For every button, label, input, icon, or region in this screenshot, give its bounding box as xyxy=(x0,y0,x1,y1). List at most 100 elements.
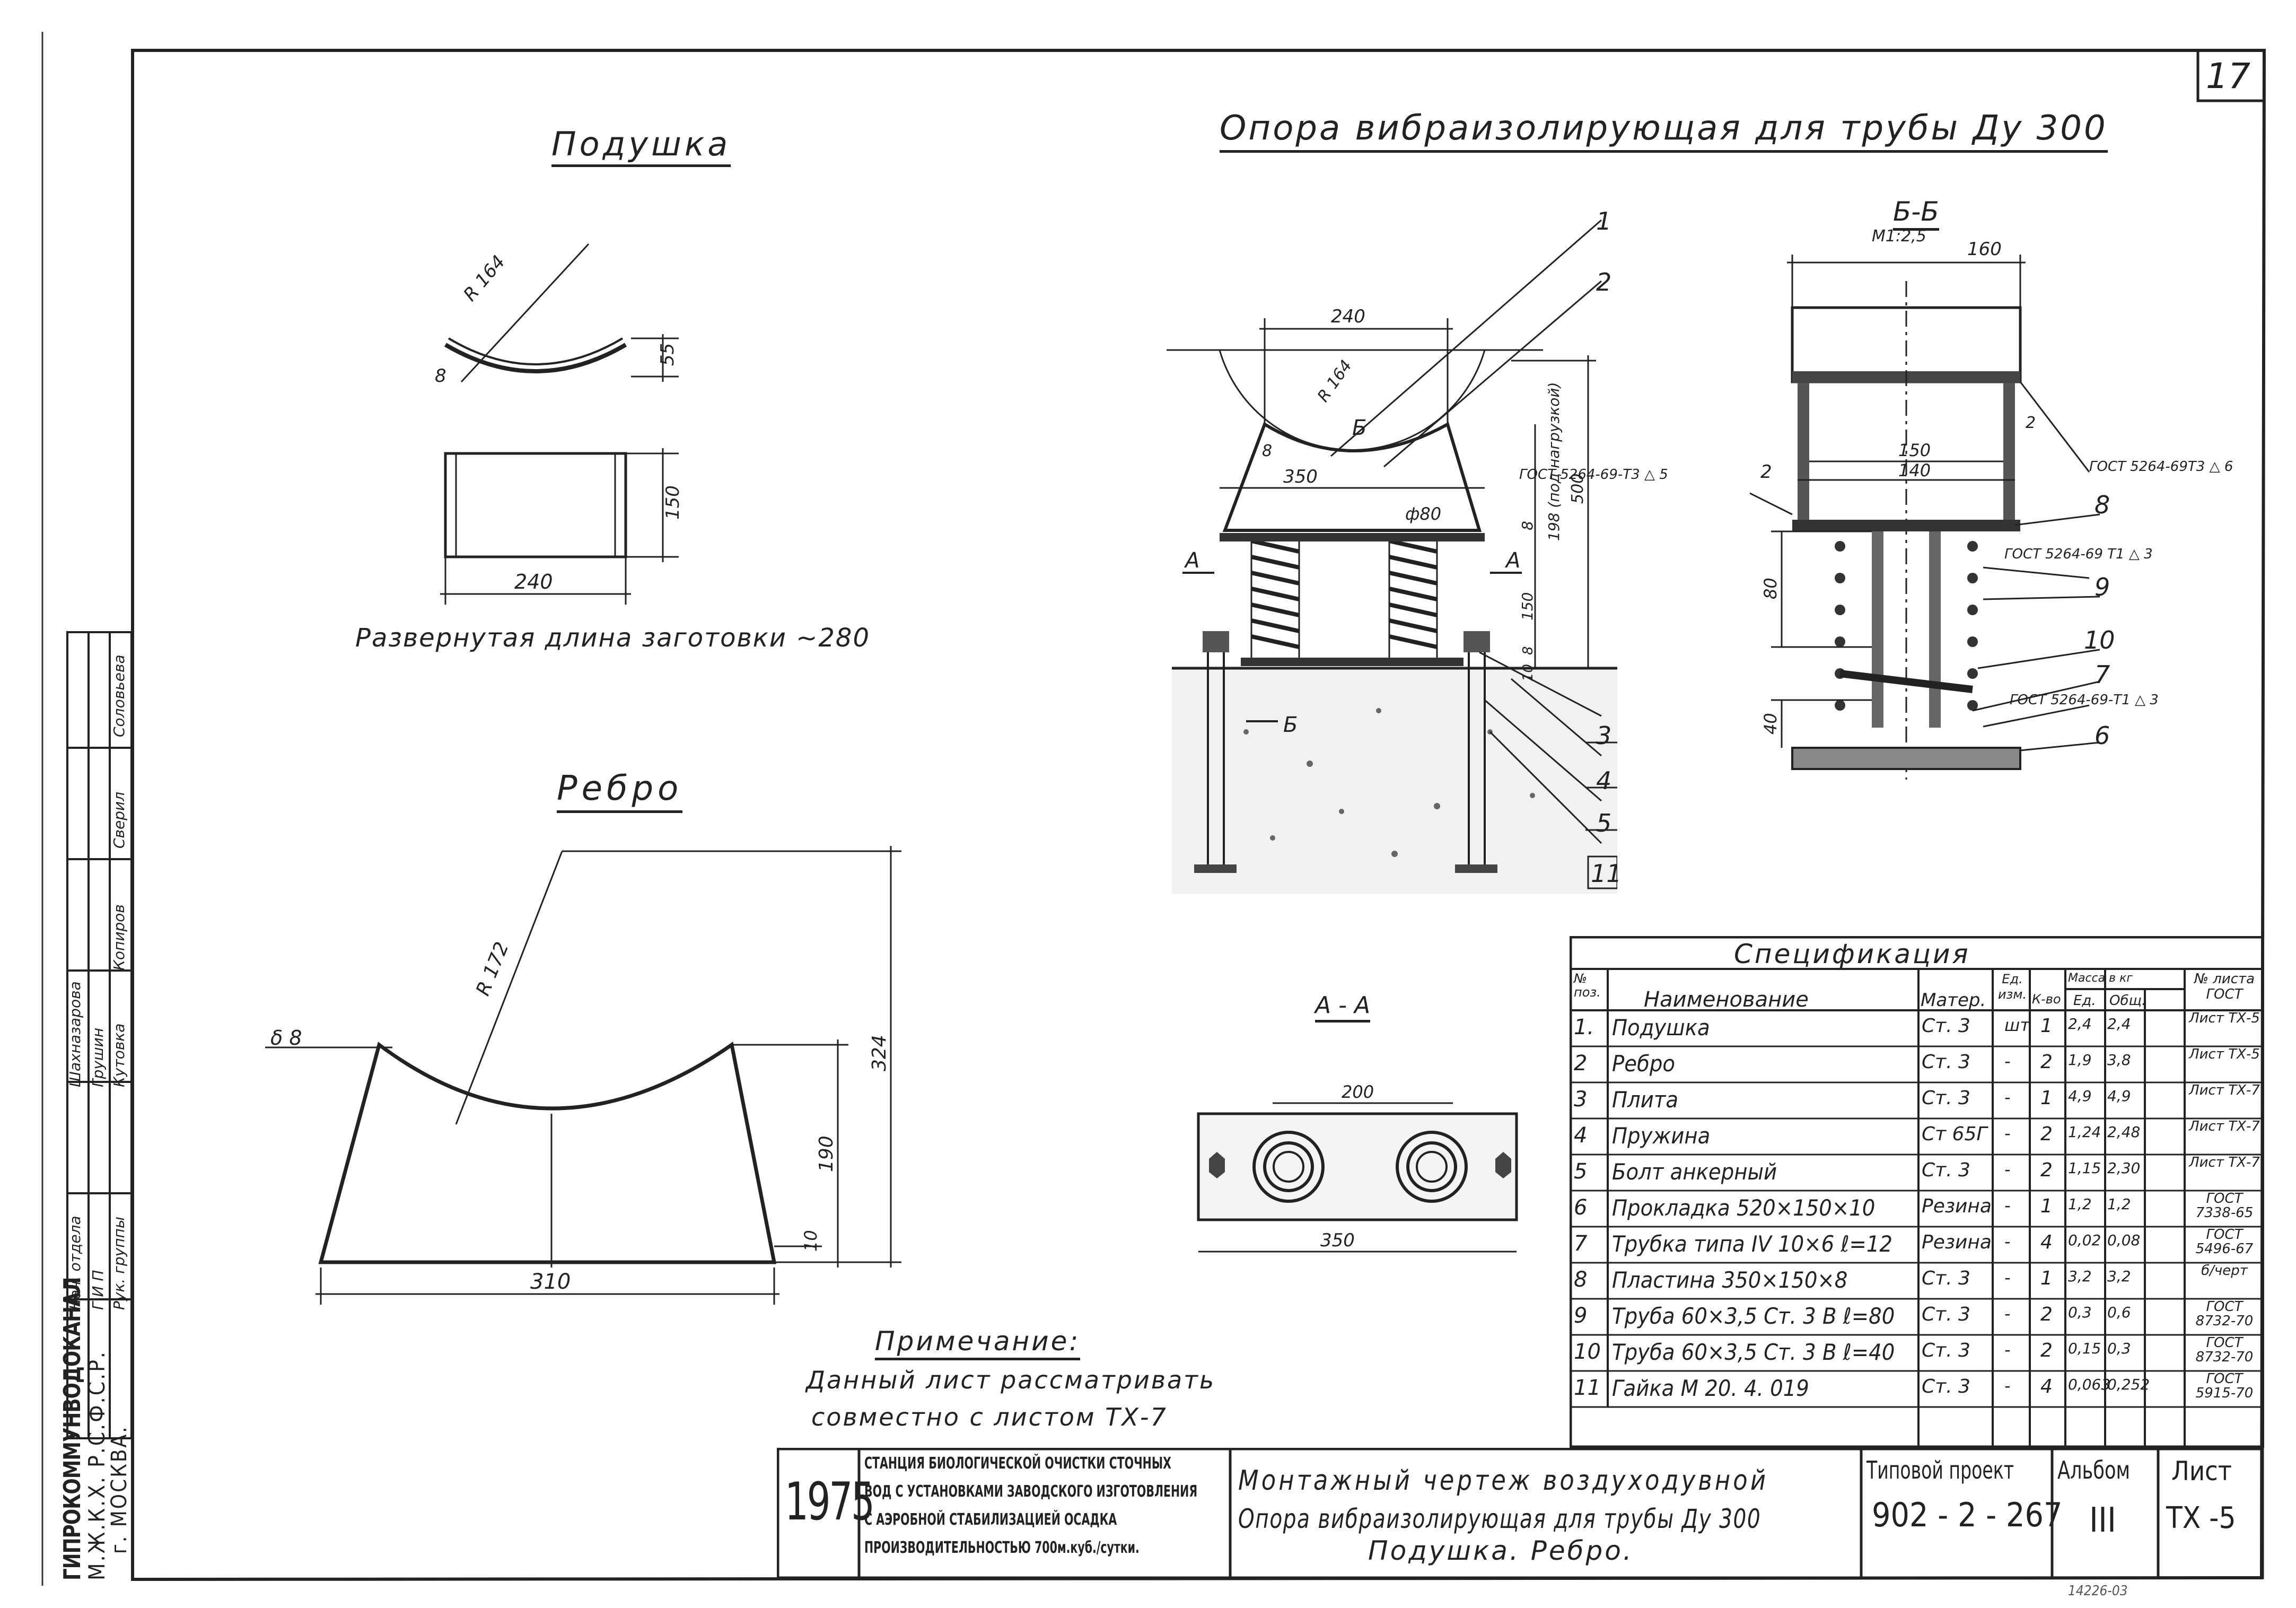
spec-cell-unit: - xyxy=(2004,1159,2011,1179)
spec-cell-ref: б/черт xyxy=(2201,1263,2248,1279)
spec-cell-ref: ГОСТ 5915-70 xyxy=(2195,1371,2254,1402)
title-drawing-line-1: Монтажный чертеж воздуходувной xyxy=(1238,1465,1769,1497)
title-sheet-number: ТХ -5 xyxy=(2166,1501,2236,1535)
spec-header-mass-total: Общ. xyxy=(2109,993,2146,1009)
spec-cell-unit: - xyxy=(2004,1087,2011,1107)
assembly-section-b-mark: Б xyxy=(1283,713,1298,737)
weld-callout-right: 2 xyxy=(2026,414,2036,432)
side-stamp-ministry-block: М.Ж.К.Х. Р.С.Ф.С.Р. xyxy=(84,1350,110,1580)
assembly-pad-thickness-label: 10 xyxy=(1520,664,1536,681)
spec-cell-mat: Ст. 3 xyxy=(1922,1268,1970,1289)
title-station-line-2: ВОД С УСТАНОВКАМИ ЗАВОДСКОГО ИЗГОТОВЛЕНИ… xyxy=(864,1482,1198,1501)
assembly-section-a-right: А xyxy=(1504,548,1520,573)
spec-cell-unit: - xyxy=(2004,1231,2011,1252)
cushion-note: Развернутая длина заготовки ~280 xyxy=(355,623,871,653)
weld-gost-low: ГОСТ 5264-69-Т1 △ 3 xyxy=(2010,692,2159,708)
callout-1: 1 xyxy=(1596,207,1612,235)
spec-cell-pos: 8 xyxy=(1574,1268,1588,1292)
cushion-thickness-label: 8 xyxy=(435,365,446,387)
cushion-drawing: R 164 8 55 150 240 xyxy=(435,243,683,605)
spec-cell-m2: 2,4 xyxy=(2107,1015,2131,1033)
bb-callout-9: 9 xyxy=(2095,573,2110,601)
assembly-plate-width-label: 350 xyxy=(1283,466,1318,487)
assembly-radius-label: R 164 xyxy=(1314,357,1356,406)
spec-table-grid xyxy=(1570,936,2264,1448)
section-bb-inner2: 140 xyxy=(1898,460,1931,480)
spec-cell-m1: 0,15 xyxy=(2068,1340,2101,1357)
spec-cell-unit: - xyxy=(2004,1304,2011,1324)
side-stamp-name-1: Шахназарова xyxy=(66,981,84,1087)
spec-cell-m1: 2,4 xyxy=(2068,1015,2092,1033)
spec-cell-name: Пружина xyxy=(1612,1123,1711,1149)
title-station-line-1: СТАНЦИЯ БИОЛОГИЧЕСКОЙ ОЧИСТКИ СТОЧНЫХ xyxy=(864,1454,1171,1473)
assembly-thickness-label: 8 xyxy=(1262,442,1272,460)
spec-cell-m2: 3,2 xyxy=(2107,1268,2131,1285)
section-bb-scale: М1:2,5 xyxy=(1872,227,1926,246)
side-stamp-ministry: М.Ж.К.Х. Р.С.Ф.С.Р. xyxy=(84,1350,110,1580)
spec-cell-name: Пластина 350×150×8 xyxy=(1612,1267,1848,1293)
callout-11: 11 xyxy=(1591,859,1622,888)
spec-cell-mat: Резина xyxy=(1922,1231,1992,1253)
spec-header-mat: Матер. xyxy=(1921,990,1986,1011)
title-project-number: 902 - 2 - 267 xyxy=(1872,1496,2063,1534)
side-stamp-name-3: Кутовка xyxy=(110,1023,128,1087)
spec-cell-m1: 1,24 xyxy=(2068,1123,2101,1141)
cushion-radius-label: R 164 xyxy=(459,251,509,305)
spec-cell-mat: Резина xyxy=(1922,1195,1992,1217)
spec-cell-name: Ребро xyxy=(1612,1051,1676,1077)
weld-callout-left: 2 xyxy=(1760,461,1772,483)
spec-cell-mat: Ст. 3 xyxy=(1922,1159,1970,1181)
cushion-height-label: 55 xyxy=(657,343,678,366)
spec-cell-ref: Лист ТХ-5 xyxy=(2189,1046,2260,1062)
spec-cell-m1: 1,15 xyxy=(2068,1159,2101,1177)
title-project-label: Типовой проект xyxy=(1866,1456,2014,1484)
title-block-grid xyxy=(777,1448,2264,1579)
section-bb-drawing: 150 140 80 40 xyxy=(1750,255,2100,780)
assembly-bottom-plate-label: 8 xyxy=(1520,646,1536,655)
side-stamp-city: г. МОСКВА. xyxy=(107,1425,132,1554)
section-bb-width: 160 xyxy=(1967,239,2002,260)
spec-cell-qty: 1 xyxy=(2040,1015,2053,1037)
title-station-line-4: ПРОИЗВОДИТЕЛЬНОСТЬЮ 700м.куб./сутки. xyxy=(864,1539,1140,1557)
spec-cell-mat: Ст 65Г xyxy=(1922,1123,1987,1145)
spec-cell-unit: - xyxy=(2004,1340,2011,1360)
spec-cell-qty: 4 xyxy=(2040,1231,2053,1253)
spec-cell-name: Болт анкерный xyxy=(1612,1159,1777,1185)
side-stamp-role-2: Г И П xyxy=(89,1270,107,1310)
weld-gost-mid: ГОСТ 5264-69 Т1 △ 3 xyxy=(2004,546,2153,562)
spec-header-pos: № поз. xyxy=(1574,971,1601,1000)
rib-drawing: R 172 δ 8 324 190 10 310 xyxy=(265,846,901,1305)
title-album-number: III xyxy=(2089,1501,2116,1540)
weld-gost-left: ГОСТ 5264-69-Т3 △ 5 xyxy=(1519,467,1668,483)
spec-cell-name: Прокладка 520×150×10 xyxy=(1612,1195,1876,1221)
spec-cell-m2: 3,8 xyxy=(2107,1051,2131,1069)
cushion-width-label: 150 xyxy=(662,485,683,520)
main-title: Опора вибраизолирующая для трубы Ду 300 xyxy=(1220,109,2108,153)
title-year: 1975 xyxy=(785,1472,875,1532)
spec-cell-pos: 11 xyxy=(1574,1376,1601,1400)
assembly-width-top-label: 240 xyxy=(1331,306,1365,327)
assembly-height-load-label: 198 (под нагрузкой) xyxy=(1545,382,1563,541)
note-line-1: Данный лист рассматривать xyxy=(806,1366,1216,1394)
spec-header-mass: Масса в кг xyxy=(2068,972,2133,985)
weld-gost-right: ГОСТ 5264-69Т3 △ 6 xyxy=(2089,459,2233,475)
assembly-spring-diameter-label: ф80 xyxy=(1405,504,1441,524)
cushion-length-label: 240 xyxy=(514,570,553,593)
spec-cell-mat: Ст. 3 xyxy=(1922,1015,1970,1037)
spec-cell-unit: - xyxy=(2004,1123,2011,1143)
side-stamp-city-block: г. МОСКВА. xyxy=(107,1425,132,1554)
spec-cell-ref: Лист ТХ-7 xyxy=(2189,1082,2260,1098)
spec-cell-m1: 1,9 xyxy=(2068,1051,2092,1069)
rib-title: Ребро xyxy=(557,769,683,813)
rib-height-bottom-label: 10 xyxy=(801,1230,821,1252)
side-stamp-approval-3: Соловьева xyxy=(110,654,128,737)
spec-cell-name: Подушка xyxy=(1612,1015,1710,1041)
spec-cell-m1: 0,063 xyxy=(2068,1376,2111,1393)
title-album-label: Альбом xyxy=(2057,1456,2131,1484)
section-bb-dim40: 40 xyxy=(1760,713,1781,735)
section-bb-dim80: 80 xyxy=(1760,578,1781,599)
spec-cell-pos: 6 xyxy=(1574,1195,1588,1220)
title-station-line-3: С АЭРОБНОЙ СТАБИЛИЗАЦИЕЙ ОСАДКА xyxy=(864,1510,1117,1529)
assembly-plate-thickness-label: 8 xyxy=(1519,521,1536,530)
